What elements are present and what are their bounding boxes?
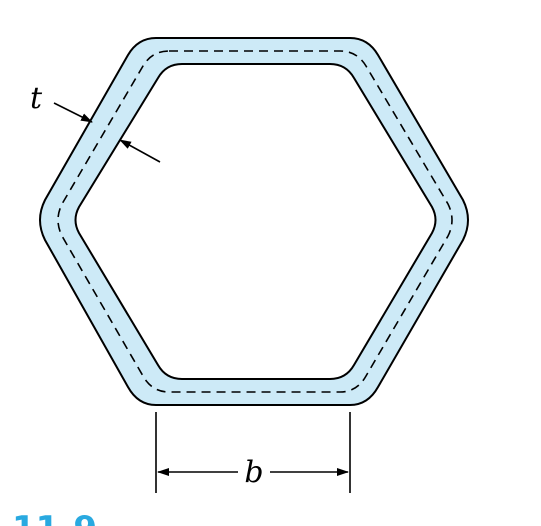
thickness-arrow-inner bbox=[119, 139, 161, 163]
width-label: b bbox=[244, 455, 263, 490]
hexagon-median-line bbox=[57, 50, 453, 393]
thickness-arrow-outer bbox=[53, 102, 93, 123]
figure-number: 11-9 bbox=[12, 509, 97, 526]
thickness-label: t bbox=[30, 81, 43, 116]
hexagon-inner-boundary bbox=[74, 63, 437, 380]
